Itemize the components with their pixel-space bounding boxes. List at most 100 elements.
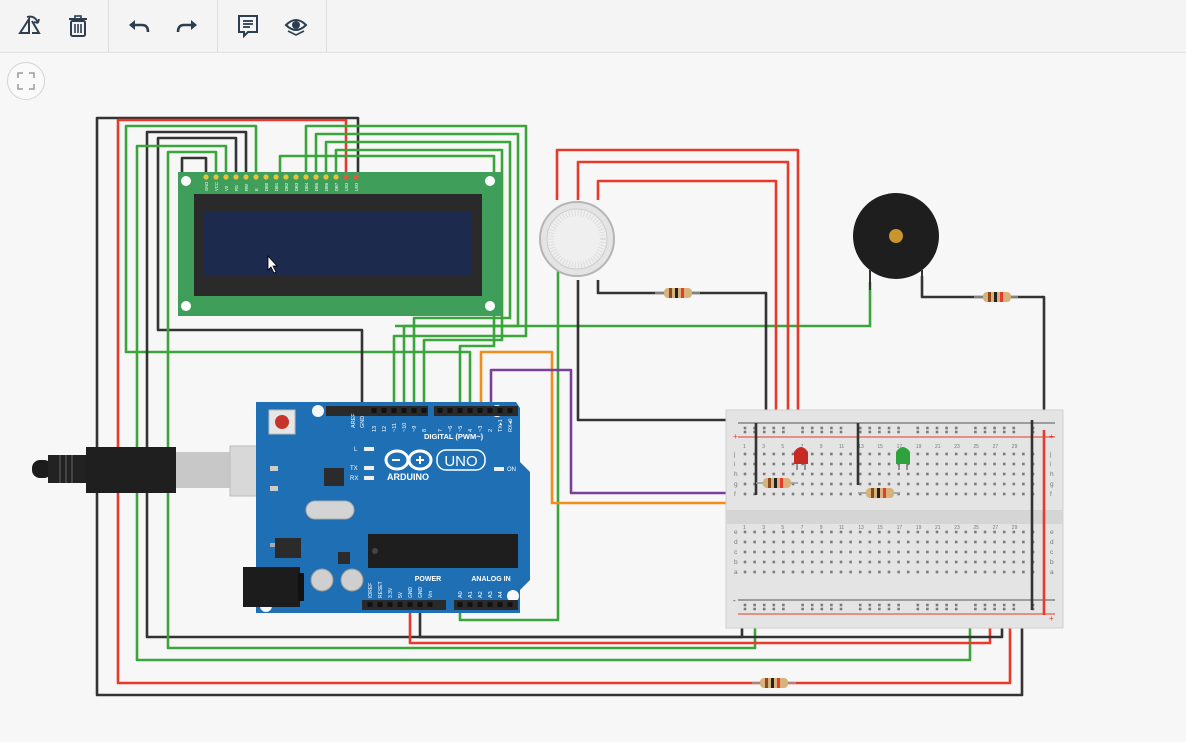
- digital-pin[interactable]: [507, 408, 513, 413]
- wire-black[interactable]: [145, 130, 744, 639]
- wire-black[interactable]: [180, 156, 208, 178]
- wire-green[interactable]: [135, 144, 972, 662]
- digital-pin[interactable]: [401, 408, 407, 413]
- digital-pin[interactable]: [391, 408, 397, 413]
- lcd-pin[interactable]: [313, 174, 319, 180]
- wire-red[interactable]: [555, 148, 800, 420]
- row-letter: a: [1050, 569, 1054, 576]
- toolbar-history-group: [109, 0, 218, 52]
- power-pin[interactable]: [417, 602, 423, 607]
- wire-green[interactable]: [324, 140, 512, 410]
- aref-label: AREF: [351, 413, 357, 428]
- resistor[interactable]: [752, 678, 796, 688]
- resistor[interactable]: [655, 288, 700, 298]
- column-number: 23: [954, 444, 960, 450]
- digital-pin[interactable]: [421, 408, 427, 413]
- row-letter: e: [1050, 529, 1054, 536]
- wire-green[interactable]: [304, 124, 528, 410]
- wire-black[interactable]: [596, 280, 768, 420]
- lcd-pin[interactable]: [223, 174, 229, 180]
- digital-pin[interactable]: [447, 408, 453, 413]
- digital-pin-label: 8: [422, 429, 428, 432]
- lcd-pin[interactable]: [243, 174, 249, 180]
- digital-pin[interactable]: [487, 408, 493, 413]
- lcd-pin[interactable]: [293, 174, 299, 180]
- lcd-pin-label: E: [254, 188, 259, 191]
- lcd-pin[interactable]: [333, 174, 339, 180]
- power-pin[interactable]: [427, 602, 433, 607]
- redo-button[interactable]: [163, 6, 211, 46]
- digital-pin[interactable]: [457, 408, 463, 413]
- zoom-to-fit-button[interactable]: [7, 62, 45, 100]
- piezo-buzzer[interactable]: [853, 193, 939, 290]
- lcd-pin[interactable]: [283, 174, 289, 180]
- wire-orange[interactable]: [479, 350, 910, 505]
- wire-black[interactable]: [95, 116, 1024, 697]
- resistor[interactable]: [756, 478, 798, 488]
- power-pin[interactable]: [397, 602, 403, 607]
- resistor[interactable]: [858, 488, 900, 498]
- column-number: 11: [839, 525, 844, 531]
- lcd-pin[interactable]: [213, 174, 219, 180]
- wire-green[interactable]: [314, 132, 520, 410]
- lcd-pin[interactable]: [273, 174, 279, 180]
- wire-red[interactable]: [408, 605, 992, 645]
- wire-black[interactable]: [156, 136, 364, 410]
- resistor[interactable]: [974, 292, 1018, 302]
- digital-pin[interactable]: [477, 408, 483, 413]
- delete-button[interactable]: [54, 6, 102, 46]
- lcd-pin[interactable]: [203, 174, 209, 180]
- lcd-pin[interactable]: [353, 174, 359, 180]
- lcd-pin[interactable]: [303, 174, 309, 180]
- column-number: 3: [762, 444, 765, 450]
- column-number: 15: [877, 444, 883, 450]
- lcd-pin[interactable]: [343, 174, 349, 180]
- analog-pin[interactable]: [477, 602, 483, 607]
- lcd-pin[interactable]: [233, 174, 239, 180]
- power-label: POWER: [415, 576, 441, 583]
- wire-red[interactable]: [596, 179, 778, 420]
- wire-purple[interactable]: [489, 368, 808, 495]
- green-led[interactable]: [896, 447, 910, 470]
- lcd-pin[interactable]: [323, 174, 329, 180]
- row-letter: i: [1050, 461, 1051, 468]
- rotate-button[interactable]: [6, 6, 54, 46]
- power-pin[interactable]: [407, 602, 413, 607]
- digital-pin[interactable]: [437, 408, 443, 413]
- digital-pin[interactable]: [467, 408, 473, 413]
- lcd-pin[interactable]: [253, 174, 259, 180]
- visibility-button[interactable]: [272, 6, 320, 46]
- digital-pin-label: ~3: [478, 426, 484, 432]
- column-number: 5: [781, 525, 784, 531]
- power-pin[interactable]: [367, 602, 373, 607]
- undo-button[interactable]: [115, 6, 163, 46]
- notes-button[interactable]: [224, 6, 272, 46]
- lcd-pin[interactable]: [263, 174, 269, 180]
- power-pin-label: Vin: [428, 591, 434, 598]
- power-pin[interactable]: [377, 602, 383, 607]
- analog-pin[interactable]: [467, 602, 473, 607]
- power-pin[interactable]: [387, 602, 393, 607]
- digital-pin[interactable]: [381, 408, 387, 413]
- wire-green[interactable]: [395, 282, 872, 328]
- analog-pin[interactable]: [507, 602, 513, 607]
- gas-sensor[interactable]: [539, 201, 615, 277]
- wire-red[interactable]: [576, 160, 790, 420]
- digital-pin[interactable]: [411, 408, 417, 413]
- analog-pin[interactable]: [457, 602, 463, 607]
- digital-pin[interactable]: [371, 408, 377, 413]
- analog-pin[interactable]: [487, 602, 493, 607]
- wire-black[interactable]: [576, 280, 755, 422]
- wire-green[interactable]: [124, 124, 472, 410]
- analog-pin-label: A3: [488, 591, 494, 598]
- analog-pin[interactable]: [497, 602, 503, 607]
- digital-pin[interactable]: [497, 408, 503, 413]
- wire-red[interactable]: [116, 118, 1012, 685]
- red-led[interactable]: [794, 447, 808, 470]
- row-letter: b: [734, 559, 738, 566]
